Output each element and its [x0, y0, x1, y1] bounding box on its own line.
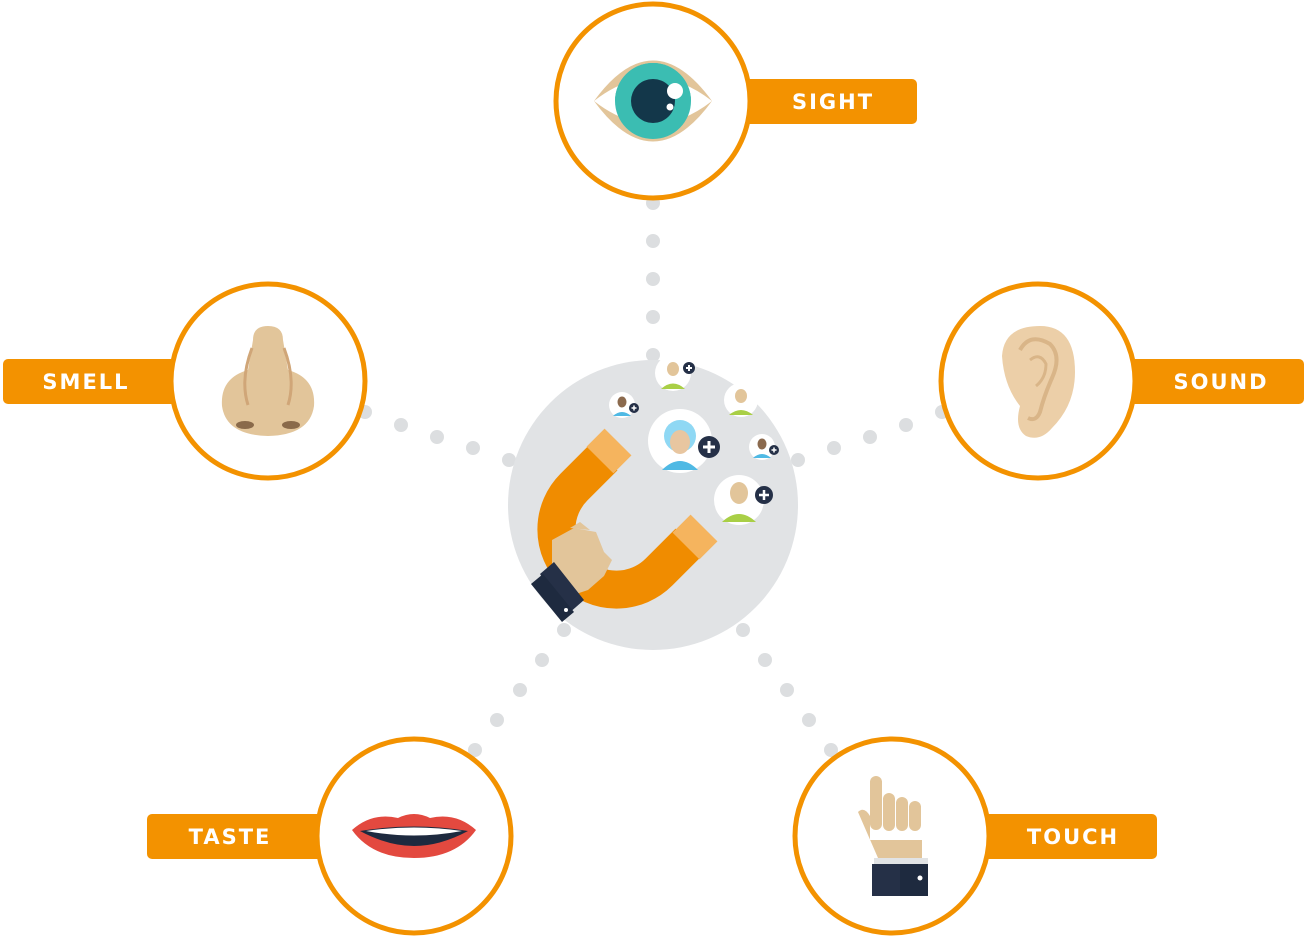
connector-smell — [358, 405, 516, 467]
connector-touch — [736, 623, 838, 757]
sight-label-bar — [742, 79, 917, 124]
nose-icon — [221, 326, 315, 436]
avatar-tiny-right-icon — [749, 434, 779, 460]
connector-sight — [646, 196, 660, 362]
touch-label: TOUCH — [1027, 825, 1119, 849]
avatar-small-top-icon — [655, 355, 695, 391]
smell-label: SMELL — [42, 370, 129, 394]
avatar-large-blue-icon — [648, 409, 720, 473]
pointing-hand-icon — [858, 776, 928, 896]
smell-label-bar — [3, 359, 193, 404]
avatar-green-icon — [714, 475, 773, 525]
sense-node-sound: SOUND — [938, 281, 1304, 481]
dotted-connectors — [358, 196, 949, 757]
central-hub — [508, 355, 798, 650]
sense-node-smell: SMELL — [3, 281, 368, 481]
touch-label-bar — [980, 814, 1157, 859]
lips-icon — [352, 814, 476, 858]
sense-node-taste: TASTE — [147, 736, 514, 936]
connector-sound — [791, 405, 949, 467]
taste-label: TASTE — [189, 825, 272, 849]
sound-label: SOUND — [1173, 370, 1268, 394]
avatar-tiny-left-icon — [609, 392, 639, 418]
ear-icon — [1002, 326, 1075, 438]
hand-icon — [531, 522, 612, 622]
sense-node-touch: TOUCH — [792, 736, 1157, 936]
sound-label-bar — [1127, 359, 1304, 404]
sense-node-sight: SIGHT — [553, 1, 917, 201]
taste-label-bar — [147, 814, 324, 859]
avatar-small-right-icon — [724, 383, 758, 417]
eye-icon — [594, 60, 712, 142]
touch-circle — [792, 736, 992, 936]
connector-taste — [468, 623, 571, 757]
sight-label: SIGHT — [792, 90, 874, 114]
